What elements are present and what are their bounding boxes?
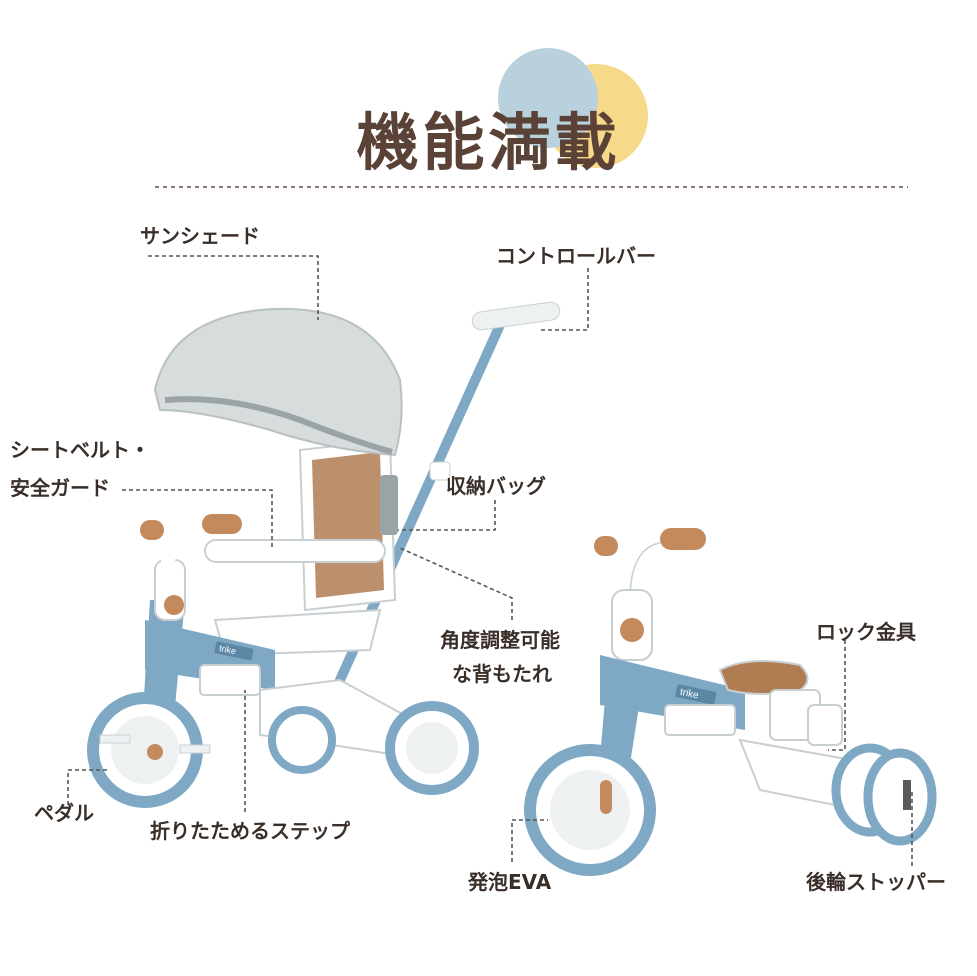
- storage-bag: [380, 475, 398, 535]
- handlebar-stem: [161, 518, 217, 567]
- label-rear-stopper: 後輪ストッパー: [806, 870, 946, 894]
- page-title: 機能満載: [356, 106, 621, 179]
- handlebar-grip-left: [140, 520, 164, 540]
- label-folding-step: 折りたためるステップ: [150, 819, 350, 843]
- pedal-hub: [147, 744, 163, 760]
- trike-logo-badge-right: [675, 684, 717, 705]
- bb-rear-wheel-front: [863, 748, 937, 846]
- label-sunshade: サンシェード: [140, 224, 260, 248]
- front-wheel-left-inner: [111, 716, 179, 784]
- bb-fold-block: [664, 704, 736, 736]
- rear-wheel-front-inner: [406, 722, 458, 774]
- bb-grip-right: [660, 528, 706, 550]
- head-tube-knob: [164, 595, 184, 615]
- label-eva: 発泡EVA: [468, 870, 552, 894]
- lock-fitting: [807, 704, 843, 746]
- label-lock: ロック金具: [816, 620, 916, 644]
- seat-cushion: [312, 452, 384, 598]
- label-control-bar: コントロールバー: [496, 244, 656, 268]
- control-bar-handle: [471, 301, 561, 331]
- fold-step-left: [199, 664, 261, 696]
- sunshade-inner: [164, 396, 393, 455]
- label-storage-bag: 収納バッグ: [446, 474, 546, 498]
- bb-head-knob: [620, 618, 644, 642]
- bb-fork-badge: [600, 780, 612, 814]
- label-seatbelt-line1: シートベルト・: [10, 438, 150, 462]
- bb-grip-left: [594, 536, 618, 556]
- handlebar-grip-right: [202, 514, 242, 534]
- rear-stopper: [903, 780, 911, 810]
- label-recline-line2: な背もたれ: [452, 662, 552, 686]
- label-seatbelt-line2: 安全ガード: [10, 476, 110, 500]
- tricycle-illustration: trike: [87, 301, 561, 808]
- bb-seat: [718, 660, 809, 695]
- label-recline-line1: 角度調整可能: [440, 628, 560, 652]
- bb-front-wheel-inner: [550, 770, 630, 850]
- trike-logo-badge-left: [214, 641, 254, 661]
- sunshade-canopy: [153, 307, 403, 457]
- pedal-right: [179, 744, 211, 754]
- pedal-left: [99, 734, 131, 744]
- title-blue-circle: [498, 48, 598, 148]
- label-pedal: ペダル: [34, 801, 94, 825]
- trike-logo-right: trike: [679, 687, 700, 702]
- trike-logo-left: trike: [218, 643, 237, 656]
- rear-wheel-back: [268, 706, 336, 774]
- push-bar-joint: [429, 461, 451, 481]
- balance-bike-illustration: trike: [524, 528, 937, 876]
- safety-guard: [204, 539, 386, 563]
